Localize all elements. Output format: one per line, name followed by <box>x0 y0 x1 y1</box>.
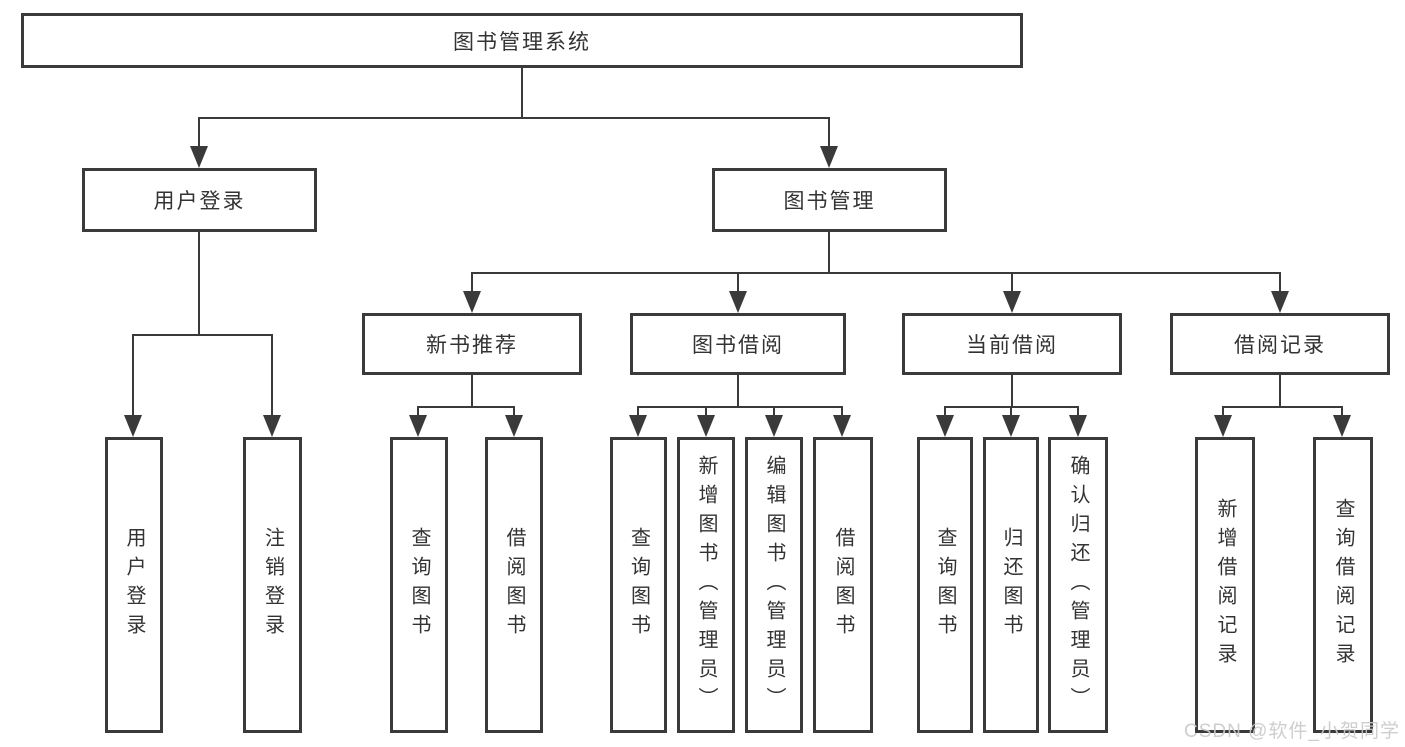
connector-book-management <box>463 232 1289 313</box>
leaf-add-borrow-record-label: 新增借阅记录 <box>1214 498 1236 672</box>
connector-book-borrow <box>629 375 851 437</box>
leaf-return-books-label: 归还图书 <box>1000 527 1022 643</box>
node-user-login-label: 用户登录 <box>153 190 246 213</box>
leaf-logout: 注销登录 <box>243 437 302 733</box>
leaf-return-books: 归还图书 <box>983 437 1039 733</box>
node-current-borrow: 当前借阅 <box>902 313 1122 375</box>
node-new-book-recommend: 新书推荐 <box>362 313 582 375</box>
leaf-borrow-query-books-label: 查询图书 <box>627 527 650 643</box>
leaf-add-borrow-record: 新增借阅记录 <box>1195 437 1255 733</box>
node-book-management-label: 图书管理 <box>783 190 876 213</box>
leaf-borrow-books-label: 借阅图书 <box>832 527 854 643</box>
node-borrow-records-label: 借阅记录 <box>1234 334 1326 357</box>
leaf-recommend-borrow-books: 借阅图书 <box>485 437 543 733</box>
leaf-user-login-label: 用户登录 <box>123 527 145 643</box>
connector-root <box>190 68 838 168</box>
leaf-recommend-borrow-books-label: 借阅图书 <box>503 527 525 643</box>
node-book-management: 图书管理 <box>712 168 947 232</box>
leaf-query-borrow-record-label: 查询借阅记录 <box>1332 498 1354 672</box>
node-user-login: 用户登录 <box>82 168 317 232</box>
node-book-borrow: 图书借阅 <box>630 313 846 375</box>
leaf-add-books-admin: 新增图书（管理员） <box>677 437 735 733</box>
node-new-book-recommend-label: 新书推荐 <box>426 334 518 357</box>
leaf-logout-label: 注销登录 <box>261 527 284 643</box>
leaf-user-login: 用户登录 <box>105 437 163 733</box>
connector-current-borrow <box>936 375 1087 437</box>
node-book-borrow-label: 图书借阅 <box>692 334 784 357</box>
leaf-edit-books-admin: 编辑图书（管理员） <box>745 437 803 733</box>
leaf-edit-books-admin-label: 编辑图书（管理员） <box>763 454 785 716</box>
leaf-current-query-books: 查询图书 <box>917 437 973 733</box>
leaf-confirm-return-admin-label: 确认归还（管理员） <box>1067 454 1089 716</box>
connector-borrow-records <box>1214 375 1351 437</box>
node-borrow-records: 借阅记录 <box>1170 313 1390 375</box>
leaf-current-query-books-label: 查询图书 <box>934 527 956 643</box>
node-root-label: 图书管理系统 <box>453 30 591 54</box>
leaf-recommend-query-books-label: 查询图书 <box>408 527 430 643</box>
leaf-borrow-books: 借阅图书 <box>813 437 873 733</box>
leaf-confirm-return-admin: 确认归还（管理员） <box>1048 437 1108 733</box>
node-root: 图书管理系统 <box>21 13 1023 68</box>
leaf-recommend-query-books: 查询图书 <box>390 437 448 733</box>
leaf-add-books-admin-label: 新增图书（管理员） <box>695 454 717 716</box>
connector-new-book-recommend <box>409 375 523 437</box>
node-current-borrow-label: 当前借阅 <box>966 334 1058 357</box>
leaf-borrow-query-books: 查询图书 <box>610 437 667 733</box>
leaf-query-borrow-record: 查询借阅记录 <box>1313 437 1373 733</box>
csdn-watermark: CSDN @软件_小贺同学 <box>1184 721 1400 742</box>
connector-user-login <box>124 232 281 437</box>
